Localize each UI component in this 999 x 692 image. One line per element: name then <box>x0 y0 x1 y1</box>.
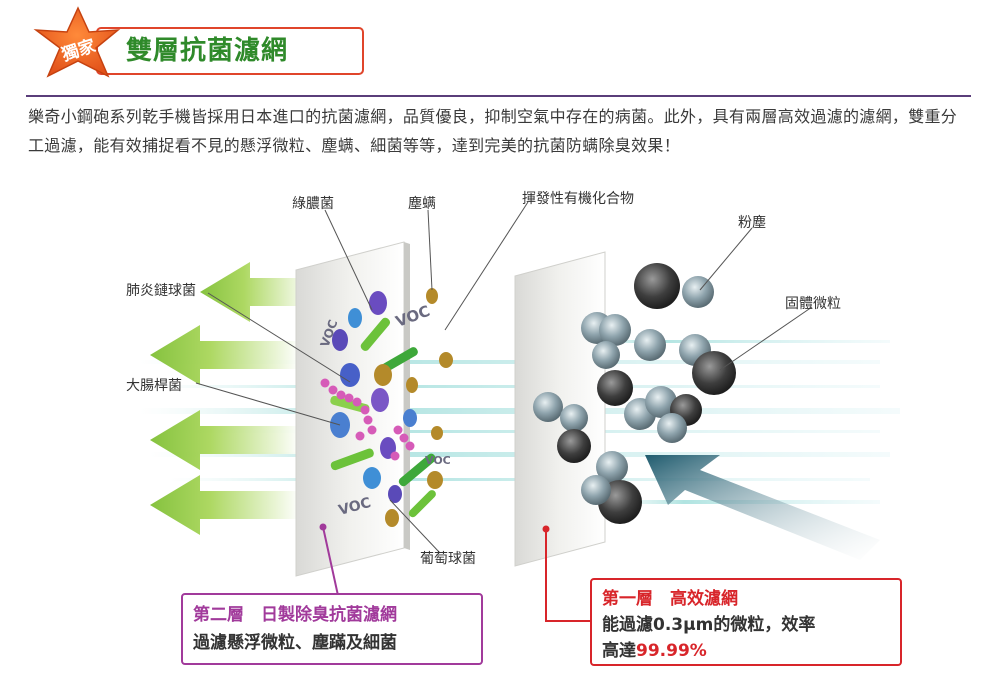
layer1-body: 能過濾0.3μm的微粒，效率 <box>602 615 816 635</box>
label-solid-particles: 固體微粒 <box>785 296 841 312</box>
label-staph: 葡萄球菌 <box>420 551 476 567</box>
layer1-heading: 第一層 高效濾網 <box>602 589 738 609</box>
callout-connectors <box>319 523 592 622</box>
label-pneumococcus: 肺炎鏈球菌 <box>126 283 196 299</box>
header-badge: 雙層抗菌濾網 獨家 <box>26 6 364 82</box>
layer2-body: 過濾懸浮微粒、塵蹣及細菌 <box>193 633 397 653</box>
layer2-callout: 第二層 日製除臭抗菌濾網 過濾懸浮微粒、塵蹣及細菌 <box>181 593 483 665</box>
star-icon <box>33 6 121 78</box>
divider <box>26 95 971 97</box>
intro-paragraph: 樂奇小鋼砲系列乾手機皆採用日本進口的抗菌濾網，品質優良，抑制空氣中存在的病菌。此… <box>28 107 958 155</box>
layer1-efficiency: 99.99% <box>636 641 707 661</box>
leader-lines <box>195 201 813 554</box>
airflow-arrow <box>645 455 880 560</box>
layer2-heading: 第二層 日製除臭抗菌濾網 <box>193 605 397 625</box>
title-box <box>96 27 364 75</box>
green-arrows <box>150 262 310 535</box>
label-ecoli: 大腸桿菌 <box>126 378 182 394</box>
label-voc: 揮發性有機化合物 <box>522 191 634 207</box>
label-pollen-dust: 粉塵 <box>738 215 766 231</box>
layer1-callout: 第一層 高效濾網 能過濾0.3μm的微粒，效率 高達99.99% <box>590 578 902 666</box>
label-dust-mite: 塵螨 <box>408 196 436 212</box>
particles <box>533 263 736 524</box>
page-title: 雙層抗菌濾網 <box>126 36 289 66</box>
voc-tag: VOC <box>425 454 451 467</box>
label-pseudomonas: 綠膿菌 <box>292 196 334 212</box>
layer1-body2-prefix: 高達 <box>602 641 636 661</box>
microbe-cluster: VOC VOC VOC VOC <box>318 288 453 527</box>
